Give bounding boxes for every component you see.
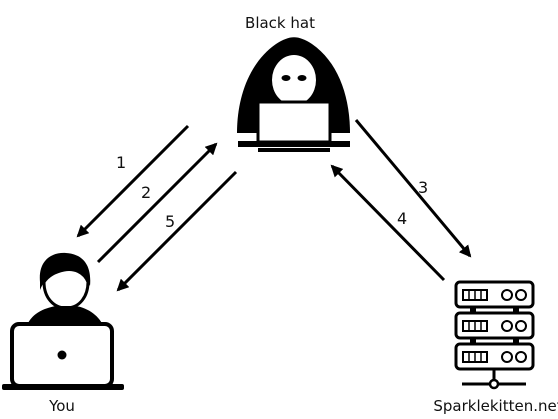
server-label: Sparklekitten.net	[433, 397, 558, 415]
user-icon	[2, 252, 124, 390]
step-label-5: 5	[165, 212, 175, 231]
arrow-step-3	[354, 119, 472, 258]
step-label-1: 1	[116, 153, 126, 172]
step-label-3: 3	[418, 178, 428, 197]
arrow-step-2	[96, 142, 218, 264]
black-hat-label: Black hat	[245, 14, 315, 32]
black-hat-icon	[237, 37, 350, 152]
step-label-2: 2	[141, 183, 151, 202]
arrow-step-1	[76, 124, 190, 238]
step-label-4: 4	[397, 209, 407, 228]
server-icon	[454, 280, 535, 390]
arrow-step-4	[330, 164, 446, 282]
you-label: You	[48, 397, 75, 415]
arrow-step-5	[116, 170, 238, 292]
